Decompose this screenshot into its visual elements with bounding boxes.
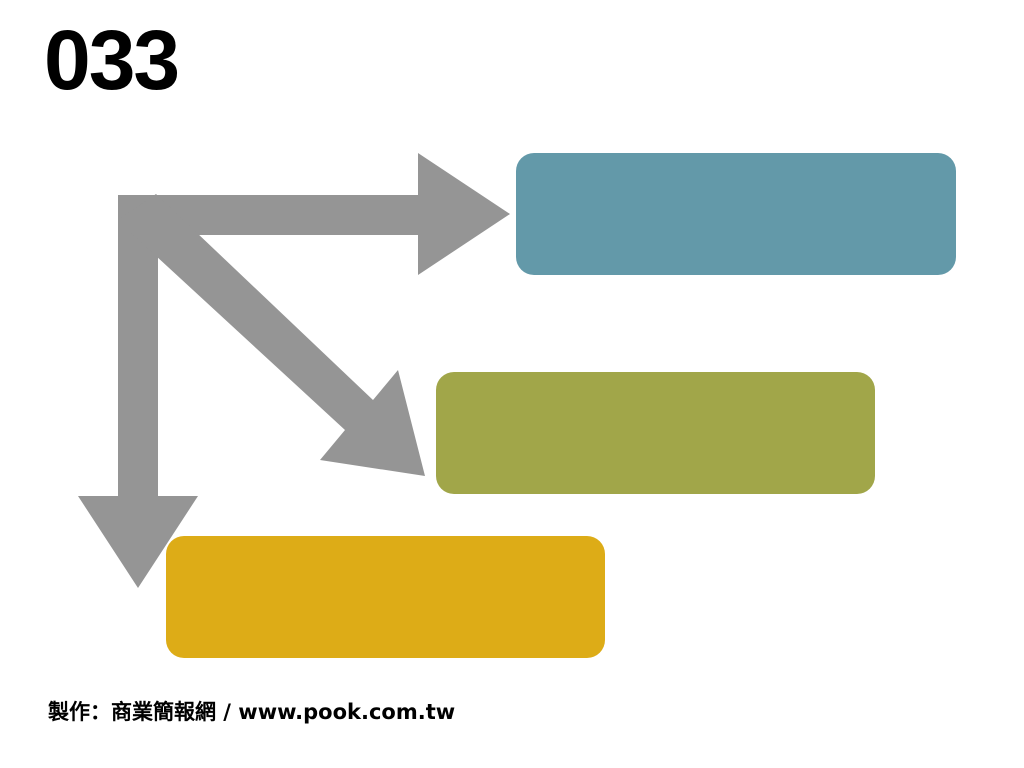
arrow-right: [118, 153, 510, 275]
arrow-down: [78, 195, 198, 588]
box-top: [516, 153, 956, 275]
box-middle: [436, 372, 875, 494]
footer-credit: 製作：商業簡報網 / www.pook.com.tw: [48, 700, 456, 724]
box-bottom: [166, 536, 605, 658]
arrows-group: [78, 153, 510, 588]
slide-number: 033: [44, 13, 180, 107]
arrow-diagonal: [118, 194, 425, 476]
